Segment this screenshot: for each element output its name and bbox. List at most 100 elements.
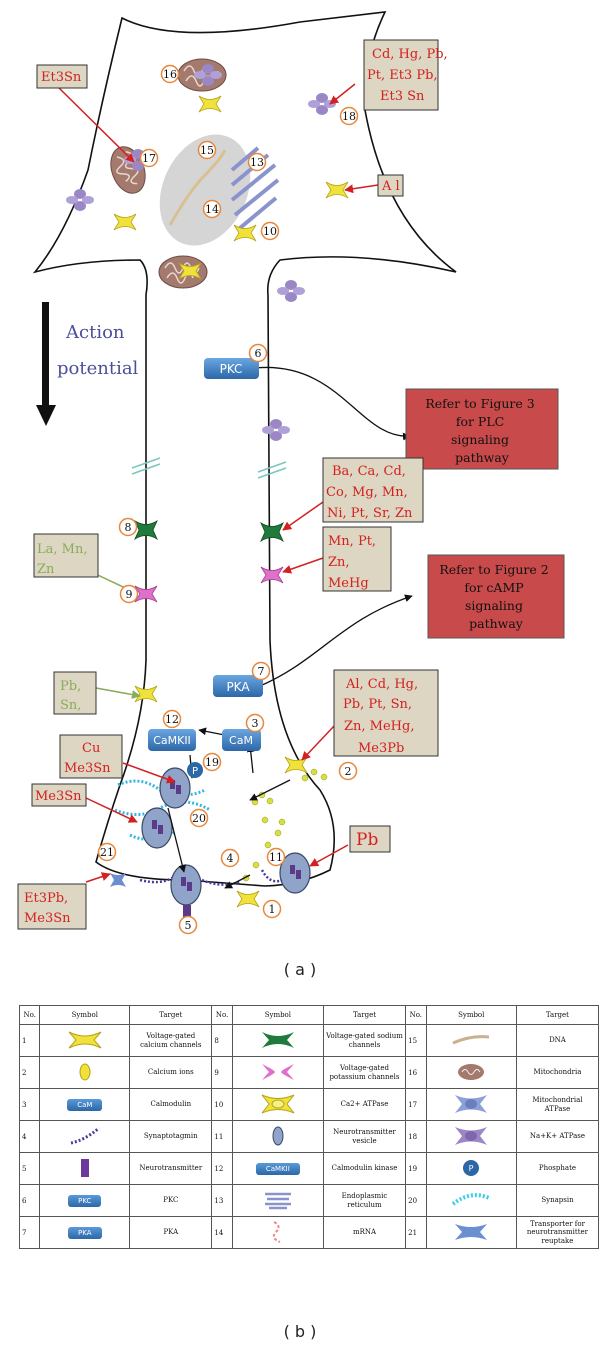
vesicle-icon xyxy=(159,767,191,809)
svg-text:12: 12 xyxy=(165,713,179,726)
svg-text:La, Mn,Zn: La, Mn,Zn xyxy=(37,542,87,577)
neuron-diagram: Action potential Refer to Figure 3 for P… xyxy=(17,11,565,935)
svg-text:17: 17 xyxy=(142,152,156,165)
label-la-mn: La, Mn,Zn xyxy=(33,533,99,578)
legend-number: 7 xyxy=(18,1216,41,1249)
svg-text:P: P xyxy=(469,1164,474,1173)
number-marker-11: 11 xyxy=(266,847,286,867)
phosphate-icon: P xyxy=(425,1152,517,1185)
refer-plc-box: Refer to Figure 3 for PLC signaling path… xyxy=(405,388,559,470)
mito-atpase-icon xyxy=(425,1088,517,1121)
legend-target: Calmodulin kinase xyxy=(322,1152,407,1185)
number-marker-5: 5 xyxy=(178,915,198,935)
legend-target: DNA xyxy=(515,1024,600,1057)
legend-target: Mitochondrial ATPase xyxy=(515,1088,600,1121)
number-marker-8: 8 xyxy=(118,517,138,537)
cam-badge: CaM xyxy=(67,1098,103,1111)
pka-icon: PKA xyxy=(39,1216,131,1249)
svg-text:PKC: PKC xyxy=(220,362,243,376)
number-marker-9: 9 xyxy=(119,584,139,604)
k-channel-icon xyxy=(231,1056,324,1089)
legend-target: Na+K+ ATPase xyxy=(515,1120,600,1153)
legend-number: 5 xyxy=(18,1152,41,1185)
number-marker-14: 14 xyxy=(202,199,222,219)
neurotransmitter-release xyxy=(183,905,191,919)
legend-target: Synapsin xyxy=(515,1184,600,1217)
legend-target: Voltage-gated potassium channels xyxy=(322,1056,407,1089)
svg-text:4: 4 xyxy=(227,852,234,865)
legend-target: Mitochondria xyxy=(515,1056,600,1089)
legend-number: 17 xyxy=(405,1088,427,1121)
label-cd-hg: Cd, Hg, Pb,Pt, Et3 Pb,Et3 Sn xyxy=(363,39,448,111)
legend-target: Neurotransmitter xyxy=(129,1152,213,1185)
action-potential-label: Action potential xyxy=(57,322,139,379)
legend-number: 21 xyxy=(405,1216,427,1249)
legend-header-cell: Symbol xyxy=(425,1005,517,1025)
legend-number: 2 xyxy=(18,1056,41,1089)
legend-number: 18 xyxy=(405,1120,427,1153)
legend-number: 15 xyxy=(405,1024,427,1057)
legend-number: 20 xyxy=(405,1184,427,1217)
svg-text:3: 3 xyxy=(252,717,259,730)
legend-target: Calcium ions xyxy=(129,1056,213,1089)
number-marker-19: 19 xyxy=(202,752,222,772)
number-marker-10: 10 xyxy=(260,221,280,241)
svg-text:Cd, Hg, Pb,Pt, Et3 Pb,Et3 Sn: Cd, Hg, Pb,Pt, Et3 Pb,Et3 Sn xyxy=(367,47,448,104)
number-marker-1: 1 xyxy=(262,899,282,919)
svg-text:16: 16 xyxy=(163,68,177,81)
number-marker-16: 16 xyxy=(160,64,180,84)
svg-text:A l: A l xyxy=(381,179,400,194)
synaptotagmin-icon xyxy=(39,1120,131,1153)
label-me3sn: Me3Sn xyxy=(31,783,87,807)
label-et3pb: Et3Pb,Me3Sn xyxy=(17,883,87,930)
svg-text:Et3Pb,Me3Sn: Et3Pb,Me3Sn xyxy=(24,891,71,926)
legend-number: 16 xyxy=(405,1056,427,1089)
ca-atpase-icon xyxy=(231,1088,324,1121)
svg-text:19: 19 xyxy=(205,756,219,769)
svg-text:20: 20 xyxy=(192,812,206,825)
nucleus-region xyxy=(159,134,251,246)
svg-text:PKA: PKA xyxy=(226,680,250,694)
legend-target: Calmodulin xyxy=(129,1088,213,1121)
svg-text:CaM: CaM xyxy=(229,734,253,747)
action-potential-arrow-head xyxy=(36,405,56,426)
svg-text:7: 7 xyxy=(258,665,265,678)
action-potential-arrow-shaft xyxy=(42,302,49,408)
svg-text:Pb,Sn,: Pb,Sn, xyxy=(60,679,81,713)
legend-number: 1 xyxy=(18,1024,41,1057)
legend-target: Transporter for neurotransmitter reuptak… xyxy=(515,1216,600,1249)
pka-box: PKA xyxy=(213,675,263,697)
legend-number: 4 xyxy=(18,1120,41,1153)
legend-target: Synaptotagmin xyxy=(129,1120,213,1153)
transporter-icon xyxy=(425,1216,517,1249)
ca-channel-icon xyxy=(39,1024,131,1057)
label-al-soma: A l xyxy=(377,174,404,197)
svg-text:Mn, Pt,Zn,MeHg: Mn, Pt,Zn,MeHg xyxy=(328,534,376,591)
caption-b: ( b ) xyxy=(283,1322,317,1341)
transporter-icon xyxy=(110,873,126,887)
vesicle-icon xyxy=(231,1120,324,1153)
svg-text:13: 13 xyxy=(250,156,264,169)
legend-header-cell: Target xyxy=(129,1005,213,1025)
label-mn-pt: Mn, Pt,Zn,MeHg xyxy=(322,526,392,592)
synaptotagmin-icon xyxy=(139,869,283,886)
dna-icon xyxy=(168,149,227,226)
svg-text:Et3Sn: Et3Sn xyxy=(41,70,82,85)
legend-header-cell: Target xyxy=(322,1005,407,1025)
svg-text:Ba, Ca, Cd,Co, Mg, Mn,Ni, Pt,: Ba, Ca, Cd,Co, Mg, Mn,Ni, Pt, Sr, Zn xyxy=(326,464,413,521)
legend-target: Voltage-gated sodium channels xyxy=(322,1024,407,1057)
svg-text:Al, Cd, Hg,Pb, Pt, Sn,Zn, MeHg: Al, Cd, Hg,Pb, Pt, Sn,Zn, MeHg,Me3Pb xyxy=(343,677,418,756)
legend-header-cell: Symbol xyxy=(231,1005,324,1025)
legend-target: Voltage-gated calcium channels xyxy=(129,1024,213,1057)
svg-text:18: 18 xyxy=(342,110,356,123)
legend-target: mRNA xyxy=(322,1216,407,1249)
number-marker-7: 7 xyxy=(251,661,271,681)
refer-camp-box: Refer to Figure 2 for cAMP signaling pat… xyxy=(427,554,565,639)
svg-text:Pb: Pb xyxy=(356,830,378,850)
label-ba-ca: Ba, Ca, Cd,Co, Mg, Mn,Ni, Pt, Sr, Zn xyxy=(322,457,424,523)
